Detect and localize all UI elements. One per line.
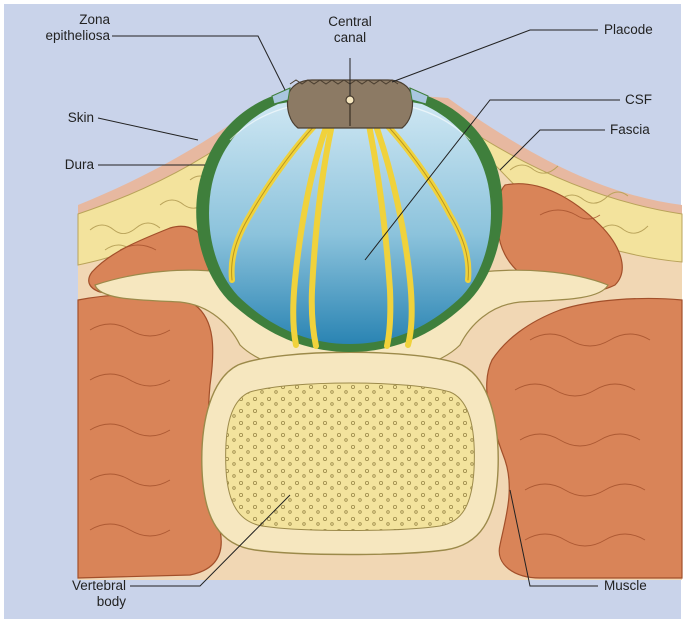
label-vertebral-line1: Vertebral bbox=[30, 578, 126, 594]
label-zona-line1: Zona bbox=[12, 12, 110, 28]
label-placode: Placode bbox=[604, 22, 653, 38]
label-vertebral-line2: body bbox=[30, 594, 126, 610]
label-zona-epitheliosa: Zona epitheliosa bbox=[12, 12, 110, 44]
label-csf: CSF bbox=[625, 92, 652, 108]
label-central-line1: Central bbox=[310, 14, 390, 30]
muscle-right-lower bbox=[487, 298, 682, 578]
csf-space bbox=[209, 100, 491, 344]
central-canal bbox=[346, 96, 354, 104]
label-fascia: Fascia bbox=[610, 122, 650, 138]
vertebral-body-dots bbox=[226, 383, 475, 531]
label-central-canal: Central canal bbox=[310, 14, 390, 46]
label-central-line2: canal bbox=[310, 30, 390, 46]
label-skin: Skin bbox=[30, 110, 94, 126]
label-zona-line2: epitheliosa bbox=[12, 28, 110, 44]
label-vertebral-body: Vertebral body bbox=[30, 578, 126, 610]
label-muscle: Muscle bbox=[604, 578, 647, 594]
label-dura: Dura bbox=[30, 157, 94, 173]
